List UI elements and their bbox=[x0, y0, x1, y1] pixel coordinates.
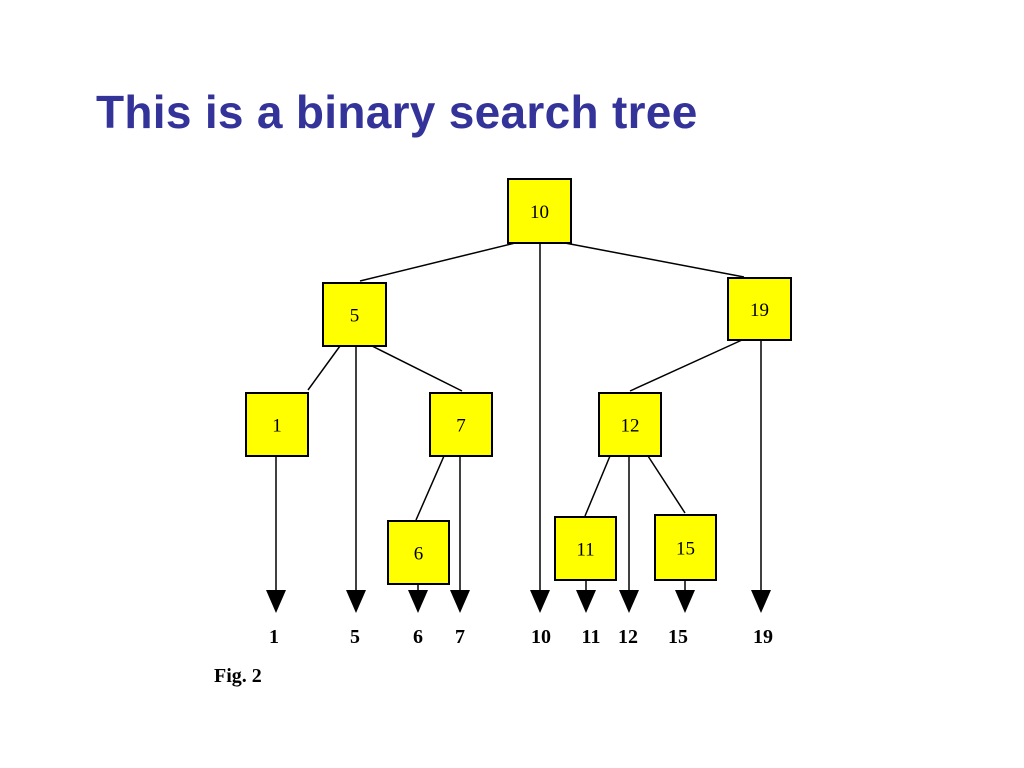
arrowhead-19 bbox=[751, 590, 771, 613]
node-box-10 bbox=[507, 178, 572, 244]
node-box-1 bbox=[245, 392, 309, 457]
node-box-15 bbox=[654, 514, 717, 581]
arrowhead-6 bbox=[408, 590, 428, 613]
arrowhead-7 bbox=[450, 590, 470, 613]
arrowhead-11 bbox=[576, 590, 596, 613]
leaf-label-6: 6 bbox=[413, 626, 423, 648]
slide-title: This is a binary search tree bbox=[96, 86, 698, 138]
arrowhead-10 bbox=[530, 590, 550, 613]
node-label-11: 11 bbox=[576, 540, 594, 561]
tree-node-5: 5 bbox=[322, 282, 387, 347]
leaf-label-1: 1 bbox=[269, 626, 279, 648]
arrowhead-12 bbox=[619, 590, 639, 613]
node-box-19 bbox=[727, 277, 792, 341]
figure-caption: Fig. 2 bbox=[214, 665, 262, 687]
node-box-11 bbox=[554, 516, 617, 581]
edge-n10-n19 bbox=[564, 242, 745, 278]
tree-node-12: 12 bbox=[598, 392, 662, 457]
arrowhead-5 bbox=[346, 590, 366, 613]
tree-node-7: 7 bbox=[429, 392, 493, 457]
edge-n10-n5 bbox=[359, 242, 516, 282]
node-box-5 bbox=[322, 282, 387, 347]
tree-nodes: 10 5 19 1 7 12 6 11 15 bbox=[245, 178, 792, 585]
arrowhead-1 bbox=[266, 590, 286, 613]
node-box-12 bbox=[598, 392, 662, 457]
leaf-label-15: 15 bbox=[668, 626, 688, 648]
tree-edges bbox=[307, 242, 745, 521]
leaf-label-10: 10 bbox=[531, 626, 551, 648]
edge-n19-n12 bbox=[629, 339, 743, 392]
edge-n7-n6 bbox=[415, 455, 445, 521]
node-label-12: 12 bbox=[621, 416, 640, 437]
tree-node-1: 1 bbox=[245, 392, 309, 457]
leaf-label-7: 7 bbox=[455, 626, 465, 648]
leaf-label-5: 5 bbox=[350, 626, 360, 648]
tree-node-10: 10 bbox=[507, 178, 572, 244]
tree-node-15: 15 bbox=[654, 514, 717, 581]
edge-n5-n1 bbox=[307, 345, 341, 391]
node-box-6 bbox=[387, 520, 450, 585]
node-label-15: 15 bbox=[676, 539, 695, 560]
node-label-10: 10 bbox=[530, 202, 549, 223]
node-label-6: 6 bbox=[414, 544, 424, 565]
node-label-19: 19 bbox=[750, 300, 769, 321]
leaf-label-19: 19 bbox=[753, 626, 773, 648]
node-label-1: 1 bbox=[272, 416, 282, 437]
leaf-pointers bbox=[275, 243, 762, 590]
node-label-7: 7 bbox=[456, 416, 466, 437]
leaf-label-11: 11 bbox=[582, 626, 601, 648]
edge-n12-n11 bbox=[584, 455, 611, 517]
tree-node-19: 19 bbox=[727, 277, 792, 341]
tree-node-6: 6 bbox=[387, 520, 450, 585]
arrowhead-15 bbox=[675, 590, 695, 613]
leaf-label-12: 12 bbox=[618, 626, 638, 648]
edge-n12-n15 bbox=[647, 455, 686, 514]
node-label-5: 5 bbox=[350, 306, 360, 327]
edge-n5-n7 bbox=[371, 345, 463, 392]
tree-node-11: 11 bbox=[554, 516, 617, 581]
node-box-7 bbox=[429, 392, 493, 457]
